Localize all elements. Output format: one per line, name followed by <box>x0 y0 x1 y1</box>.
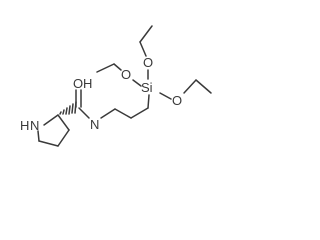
amide-nitrogen-label: N <box>90 117 99 132</box>
bond-ch2-ch3-right <box>195 79 212 94</box>
bond-n-c1 <box>100 108 116 119</box>
oxygen-left-label: O <box>121 67 131 82</box>
bond-carbonyl-n <box>78 107 90 119</box>
bond-ring-c2-c3 <box>57 114 70 131</box>
structure-diagram: O N H H N Si O O O <box>20 25 212 147</box>
silicon-label: Si <box>141 80 153 95</box>
pyrrolidine-ring <box>37 114 70 147</box>
carbonyl-oxygen-label: O <box>73 76 83 91</box>
amide-hydrogen-label: H <box>83 76 92 91</box>
bond-ring-c3-c4 <box>57 129 70 147</box>
bond-c2-c3 <box>130 107 149 119</box>
ethoxy-groups <box>96 25 212 100</box>
ring-nitrogen-label: N <box>30 118 39 133</box>
propyl-chain <box>100 94 150 119</box>
bond-ch2-ch3-top <box>139 25 153 43</box>
bond-o-left-ch2 <box>113 63 122 71</box>
amide-group <box>75 89 90 119</box>
stereo-hashed-bond <box>59 101 77 115</box>
bond-c1-c2 <box>114 108 132 119</box>
bond-ch2-ch3-left <box>96 63 115 73</box>
bond-ring-c5-n <box>37 130 40 142</box>
bond-o-top-ch2 <box>139 41 147 57</box>
bond-ring-c4-c5 <box>38 140 59 147</box>
oxygen-right-label: O <box>172 93 182 108</box>
atom-labels: O N H H N Si O O O <box>20 55 182 133</box>
bond-si-o-left <box>132 79 142 87</box>
bond-o-right-ch2 <box>183 79 197 94</box>
ring-hydrogen-label: H <box>20 118 29 133</box>
oxygen-top-label: O <box>143 55 153 70</box>
bond-c3-si <box>147 94 150 109</box>
bond-si-o-right <box>159 92 172 100</box>
bond-ring-n-c2 <box>43 114 59 126</box>
